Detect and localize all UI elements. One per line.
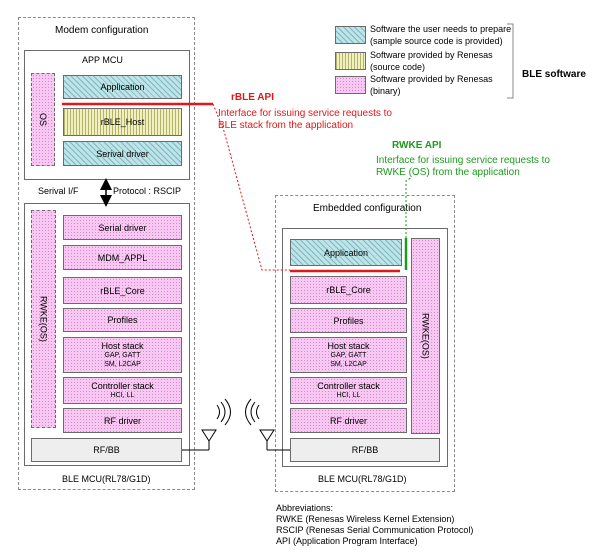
embedded-application-label: Application (323, 247, 369, 258)
embedded-rfbb-label: RF/BB (351, 445, 379, 455)
modem-rf-driver-block: RF driver (63, 408, 182, 433)
modem-os-block: OS (31, 73, 55, 166)
embedded-rble-core-label: rBLE_Core (326, 285, 371, 295)
embedded-controller-stack-block: Controller stack HCI, LL (290, 377, 407, 404)
modem-application-block: Application (63, 75, 182, 99)
embedded-rwke-block: RWKE(OS) (411, 238, 440, 434)
legend-bracket (507, 23, 514, 99)
modem-profiles-label: Profiles (107, 315, 138, 325)
modem-controller-stack-label: Controller stack (91, 381, 154, 391)
modem-rwke-label: RWKE(OS) (38, 296, 49, 342)
embedded-rf-driver-label: RF driver (329, 415, 367, 426)
modem-os-label: OS (38, 112, 48, 126)
abbreviation-api: API (Application Program Interface) (276, 536, 418, 546)
embedded-rfbb-block: RF/BB (290, 438, 440, 462)
modem-profiles-block: Profiles (63, 308, 182, 332)
legend-renesas-bin-line1: Software provided by Renesas (370, 74, 493, 84)
rwke-api-desc-line2: RWKE (OS) from the application (376, 167, 520, 178)
rwke-api-leader (405, 176, 413, 238)
legend-swatch-renesas-source (335, 52, 366, 70)
modem-serial-driver-label: Serival driver (96, 148, 149, 159)
embedded-profiles-block: Profiles (290, 308, 407, 333)
abbreviation-rscip: RSCIP (Renesas Serial Communication Prot… (276, 525, 474, 535)
embedded-ble-mcu-frame (282, 228, 448, 467)
modem-configuration-frame (18, 17, 195, 490)
rble-api-title: rBLE API (231, 92, 274, 103)
modem-mdm-appl-block: MDM_APPL (63, 245, 182, 270)
embedded-controller-stack-label: Controller stack (317, 381, 380, 391)
rble-api-desc-line2: BLE stack from the application (218, 120, 354, 131)
embedded-ble-mcu-label: BLE MCU(RL78/G1D) (318, 474, 407, 484)
modem-rfbb-block: RF/BB (31, 438, 182, 462)
modem-rble-core-block: rBLE_Core (63, 277, 182, 304)
modem-host-stack-block: Host stack GAP, GATT SM, L2CAP (63, 337, 182, 373)
modem-serial-driver2-block: Serial driver (63, 215, 182, 240)
modem-configuration-title: Modem configuration (55, 25, 149, 36)
modem-ble-mcu-label: BLE MCU(RL78/G1D) (62, 474, 151, 484)
embedded-rble-core-block: rBLE_Core (290, 276, 407, 304)
modem-rble-host-block: rBLE_Host (63, 108, 182, 136)
modem-host-stack-label: Host stack (101, 341, 144, 351)
modem-controller-stack-block: Controller stack HCI, LL (63, 377, 182, 404)
modem-rfbb-label: RF/BB (93, 445, 120, 455)
modem-serial-driver2-label: Serial driver (98, 222, 147, 233)
rwke-api-desc-line1: Interface for issuing service requests t… (376, 155, 550, 166)
rwke-api-title: RWKE API (392, 140, 442, 151)
legend-renesas-src-line2: (source code) (370, 62, 426, 72)
modem-rble-host-label: rBLE_Host (100, 117, 145, 127)
modem-rwke-block: RWKE(OS) (31, 210, 56, 428)
legend-swatch-user (335, 26, 366, 44)
legend-renesas-bin-line2: (binary) (370, 86, 401, 96)
rble-api-leader (212, 103, 290, 271)
embedded-host-stack-sub2: SM, L2CAP (330, 361, 367, 368)
legend-user-line1: Software the user needs to prepare (370, 24, 512, 34)
modem-host-stack-sub1: GAP, GATT (104, 352, 141, 359)
embedded-configuration-title: Embedded configuration (313, 203, 422, 214)
serial-if-label: Serival I/F (38, 186, 79, 196)
protocol-label: Protocol : RSCIP (113, 186, 182, 196)
legend-ble-software: BLE software (522, 69, 586, 80)
embedded-rwke-label: RWKE(OS) (420, 313, 431, 359)
app-mcu-label: APP MCU (82, 55, 123, 65)
embedded-rf-driver-block: RF driver (290, 408, 407, 433)
abbreviation-rwke: RWKE (Renesas Wireless Kernel Extension) (276, 514, 455, 524)
embedded-controller-sub: HCI, LL (336, 392, 361, 399)
antenna-left-icon (182, 398, 231, 451)
embedded-configuration-frame (275, 195, 455, 492)
abbreviations-title: Abbreviations: (276, 503, 334, 513)
modem-controller-sub: HCI, LL (110, 392, 135, 399)
embedded-host-stack-sub1: GAP, GATT (330, 352, 367, 359)
modem-mdm-appl-label: MDM_APPL (97, 252, 148, 263)
legend-user-line2: (sample source code is provided) (370, 36, 503, 46)
legend-swatch-renesas-binary (335, 76, 366, 94)
modem-rf-driver-label: RF driver (103, 415, 141, 426)
embedded-host-stack-block: Host stack GAP, GATT SM, L2CAP (290, 337, 407, 373)
embedded-host-stack-label: Host stack (327, 341, 370, 351)
modem-serial-driver-block: Serival driver (63, 141, 182, 166)
modem-application-label: Application (100, 82, 145, 92)
embedded-profiles-label: Profiles (333, 315, 364, 326)
legend-renesas-src-line1: Software provided by Renesas (370, 50, 493, 60)
rble-api-desc-line1: Interface for issuing service requests t… (218, 108, 392, 119)
modem-host-stack-sub2: SM, L2CAP (104, 361, 141, 368)
modem-rble-core-label: rBLE_Core (100, 285, 145, 296)
embedded-application-block: Application (290, 239, 402, 266)
antenna-right-icon (245, 398, 290, 451)
